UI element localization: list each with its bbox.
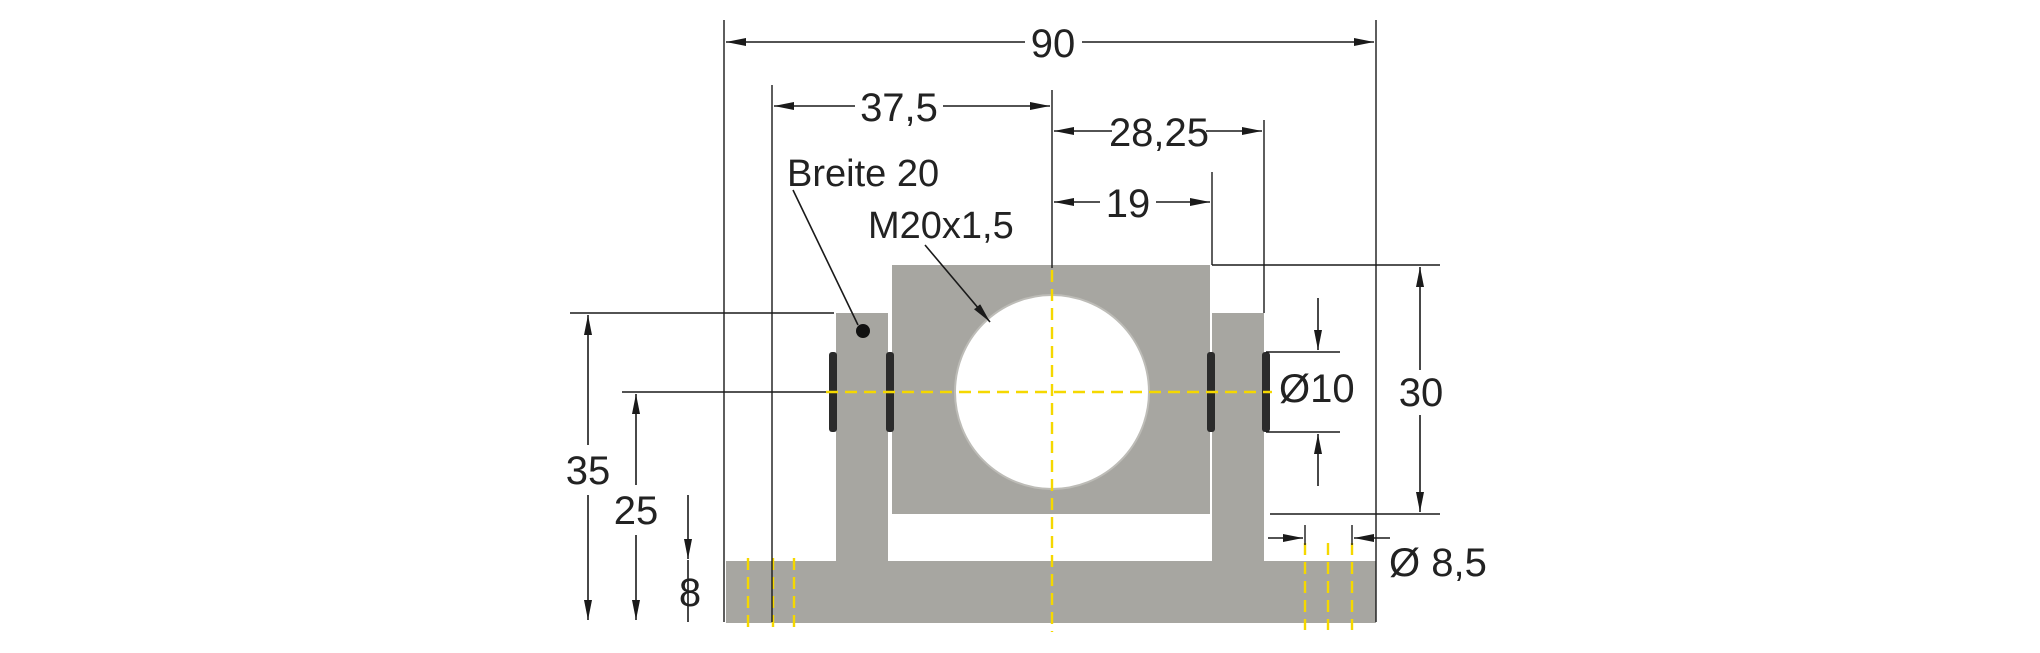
dimension-labels: 90 37,5 28,25 19 35 25 8 30 Ø10 Ø 8,5 bbox=[566, 22, 1487, 615]
dim-height-axis: 25 bbox=[614, 489, 659, 533]
notes: Breite 20 M20x1,5 bbox=[787, 153, 1014, 247]
dim-center-to-right-flange: 28,25 bbox=[1109, 111, 1209, 155]
dim-pin-diameter: Ø10 bbox=[1279, 367, 1355, 411]
dim-base-thickness: 8 bbox=[679, 571, 701, 615]
dimension-lines bbox=[584, 38, 1424, 622]
centerlines bbox=[746, 270, 1354, 632]
dim-block-height: 30 bbox=[1399, 371, 1444, 415]
dim-hole-diameter: Ø 8,5 bbox=[1389, 541, 1487, 585]
part-geometry bbox=[726, 265, 1376, 623]
extension-lines bbox=[570, 20, 1440, 622]
width-marker-dot bbox=[856, 324, 870, 338]
dim-height-total: 35 bbox=[566, 449, 611, 493]
thread-note: M20x1,5 bbox=[868, 205, 1014, 247]
left-support bbox=[836, 313, 888, 563]
dim-center-to-block-edge: 19 bbox=[1106, 182, 1151, 226]
dim-overall-width: 90 bbox=[1031, 22, 1076, 66]
width-note: Breite 20 bbox=[787, 153, 939, 195]
right-support bbox=[1212, 313, 1264, 563]
dim-left-to-center: 37,5 bbox=[860, 86, 938, 130]
